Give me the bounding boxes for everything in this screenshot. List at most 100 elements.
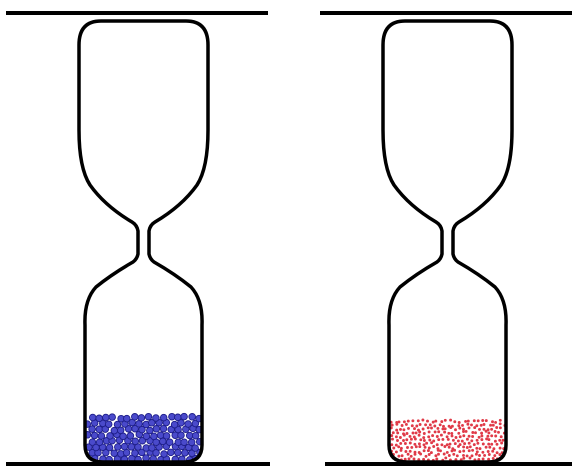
sand-grain [481, 419, 484, 422]
sand-grain [171, 421, 178, 428]
sand-grain [160, 414, 167, 421]
sand-grain [473, 443, 476, 446]
sand-grain [410, 446, 413, 449]
sand-grain [478, 436, 481, 439]
sand-grain [464, 420, 467, 423]
sand-grain [428, 447, 431, 450]
sand-grain [188, 439, 195, 446]
sand-grain [481, 451, 484, 454]
sand-grain [427, 449, 430, 452]
sand-grain [166, 439, 173, 446]
sand-grain [486, 435, 489, 438]
sand-grain [147, 427, 154, 434]
sand-grain [111, 450, 118, 457]
sand-grain [434, 420, 437, 423]
sand-grain [160, 425, 167, 432]
sand-grain [398, 420, 401, 423]
sand-grain [404, 442, 407, 445]
sand-grain [399, 442, 402, 445]
sand-grain [406, 446, 409, 449]
sand-grain [490, 428, 493, 431]
sand-grain [444, 419, 447, 422]
sand-grain [390, 443, 393, 446]
sand-grain [487, 450, 490, 453]
sand-grain [401, 424, 404, 427]
sand-grain [409, 442, 412, 445]
sand-grain [491, 450, 494, 453]
sand-grain [452, 439, 455, 442]
sand-grain [161, 451, 168, 458]
sand-grain [477, 419, 480, 422]
sand-grain [434, 430, 437, 433]
sand-grain [453, 420, 456, 423]
sand-grain [447, 438, 450, 441]
sand-grain [492, 447, 495, 450]
sand-grain [439, 423, 442, 426]
sand-grain [462, 454, 465, 457]
sand-grain [494, 430, 497, 433]
sand-grain [409, 450, 412, 453]
sand-grain [487, 438, 490, 441]
sand-grain [480, 434, 483, 437]
sand-grain [444, 427, 447, 430]
sand-grain [399, 436, 402, 439]
sand-grain [461, 440, 464, 443]
sand-grain [463, 442, 466, 445]
sand-grain [145, 413, 152, 420]
sand-grain [499, 426, 502, 429]
sand-grain [448, 454, 451, 457]
sand-grain [457, 439, 460, 442]
sand-grain [395, 435, 398, 438]
sand-grain [392, 431, 395, 434]
sand-grain [467, 420, 470, 423]
sand-grain [409, 435, 412, 438]
sand-grain [138, 415, 145, 422]
sand-grain [410, 438, 413, 441]
sand-grain [418, 434, 421, 437]
sand-grain [413, 435, 416, 438]
sand-grain [405, 423, 408, 426]
sand-grain [496, 443, 499, 446]
sand-grain [414, 451, 417, 454]
sand-grain [115, 444, 122, 451]
sand-grain [442, 425, 445, 428]
sand-grain [478, 454, 481, 457]
sand-grain [157, 432, 164, 439]
sand-grain [428, 430, 431, 433]
sand-grain [483, 454, 486, 457]
sand-grain [488, 446, 491, 449]
sand-grain [403, 420, 406, 423]
sand-grain [454, 442, 457, 445]
sand-grain [405, 438, 408, 441]
sand-grain [404, 450, 407, 453]
sand-grain [455, 436, 458, 439]
sand-grain [487, 431, 490, 434]
sand-grain [498, 453, 501, 456]
sand-grain [500, 442, 503, 445]
sand-grain [475, 424, 478, 427]
sand-grain [443, 445, 446, 448]
sand-grain [443, 431, 446, 434]
sand-grain [480, 424, 483, 427]
sand-grain [466, 454, 469, 457]
sand-grain [447, 432, 450, 435]
sand-grain [168, 449, 175, 456]
sand-grain [181, 413, 188, 420]
sand-grain [175, 414, 182, 421]
sand-grain [490, 434, 493, 437]
sand-grain [499, 419, 502, 422]
sand-grain [153, 415, 160, 422]
sand-grain [456, 454, 459, 457]
sand-grain [443, 453, 446, 456]
sand-grain [413, 427, 416, 430]
sand-grain [490, 443, 493, 446]
sand-grain [470, 423, 473, 426]
sand-grain [488, 453, 491, 456]
sand-grain [111, 427, 118, 434]
sand-grain [407, 453, 410, 456]
sand-grain [192, 432, 199, 439]
sand-grain [391, 438, 394, 441]
sand-grain [451, 425, 454, 428]
sand-grain [423, 443, 426, 446]
sand-grain [482, 457, 485, 460]
